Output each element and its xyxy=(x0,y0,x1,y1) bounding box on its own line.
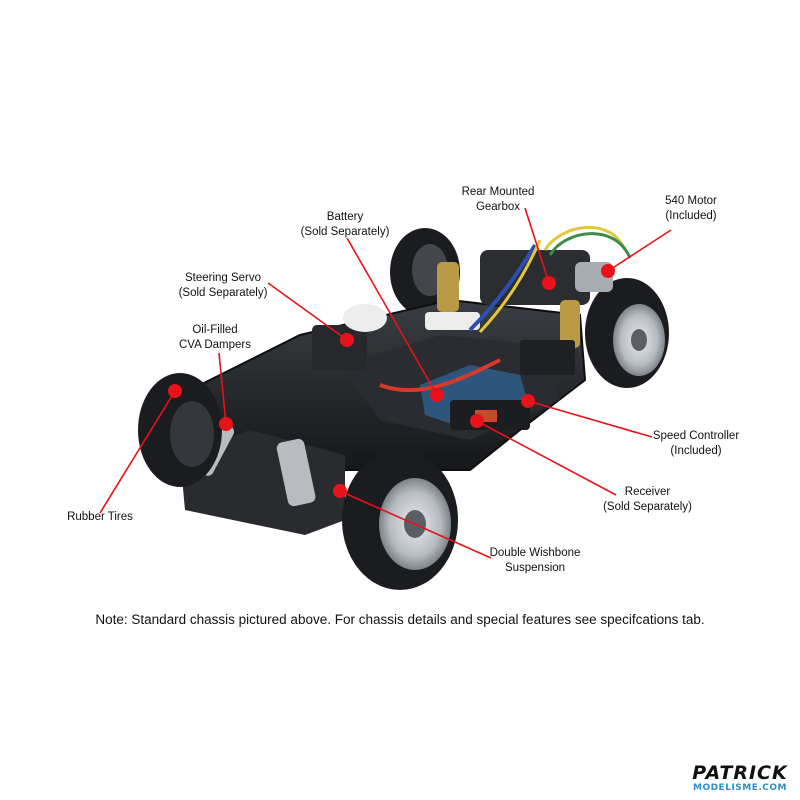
label-dampers: Oil-Filled CVA Dampers xyxy=(160,323,270,353)
servo-and-battery xyxy=(312,239,542,393)
callout-lines xyxy=(99,207,672,559)
label-line: (Included) xyxy=(670,445,722,457)
label-battery: Battery (Sold Separately) xyxy=(290,210,400,240)
callout-dots xyxy=(168,264,615,498)
gearbox-callout-dot xyxy=(542,276,556,290)
motor-callout-dot xyxy=(601,264,615,278)
front-left-wheel xyxy=(138,373,222,487)
label-line: Rubber Tires xyxy=(67,511,133,523)
front-right-wheel xyxy=(342,450,458,590)
logo-domain: MODELISME.COM xyxy=(692,783,788,793)
chassis-note: Note: Standard chassis pictured above. F… xyxy=(95,612,705,627)
label-line: Battery xyxy=(326,211,364,223)
label-rubber-tires: Rubber Tires xyxy=(55,510,145,525)
label-line: (Sold Separately) xyxy=(300,226,390,238)
label-steering-servo: Steering Servo (Sold Separately) xyxy=(168,271,278,301)
suspension-callout-dot xyxy=(333,484,347,498)
label-receiver: Receiver (Sold Separately) xyxy=(590,485,705,515)
rear-dampers xyxy=(437,262,580,348)
rear-right-wheel xyxy=(585,278,669,388)
label-line: Rear Mounted xyxy=(461,186,535,198)
label-line: CVA Dampers xyxy=(178,339,251,351)
label-line: Receiver xyxy=(624,486,671,498)
battery-callout-dot xyxy=(430,388,444,402)
label-rear-gearbox: Rear Mounted Gearbox xyxy=(448,185,548,215)
dampers-callout-dot xyxy=(219,417,233,431)
label-motor: 540 Motor (Included) xyxy=(646,194,736,224)
label-line: Oil-Filled xyxy=(192,324,238,336)
label-line: Suspension xyxy=(504,562,566,574)
label-line: (Included) xyxy=(665,210,717,222)
tires-callout-dot xyxy=(168,384,182,398)
electronics xyxy=(450,340,575,430)
label-line: (Sold Separately) xyxy=(603,501,692,513)
label-line: Speed Controller xyxy=(652,430,740,442)
logo-wordmark: PATRICK xyxy=(692,762,788,784)
label-line: (Sold Separately) xyxy=(178,287,268,299)
label-suspension: Double Wishbone Suspension xyxy=(480,546,590,576)
speed-controller-callout-dot xyxy=(521,394,535,408)
gearbox xyxy=(480,225,632,305)
site-logo: PATRICK MODELISME.COM xyxy=(686,763,794,794)
servo-callout-dot xyxy=(340,333,354,347)
label-line: Double Wishbone xyxy=(489,547,581,559)
label-line: 540 Motor xyxy=(665,195,717,207)
receiver-callout-dot xyxy=(470,414,484,428)
label-line: Gearbox xyxy=(475,201,521,213)
label-speed-controller: Speed Controller (Included) xyxy=(636,429,756,459)
label-line: Steering Servo xyxy=(184,272,262,284)
